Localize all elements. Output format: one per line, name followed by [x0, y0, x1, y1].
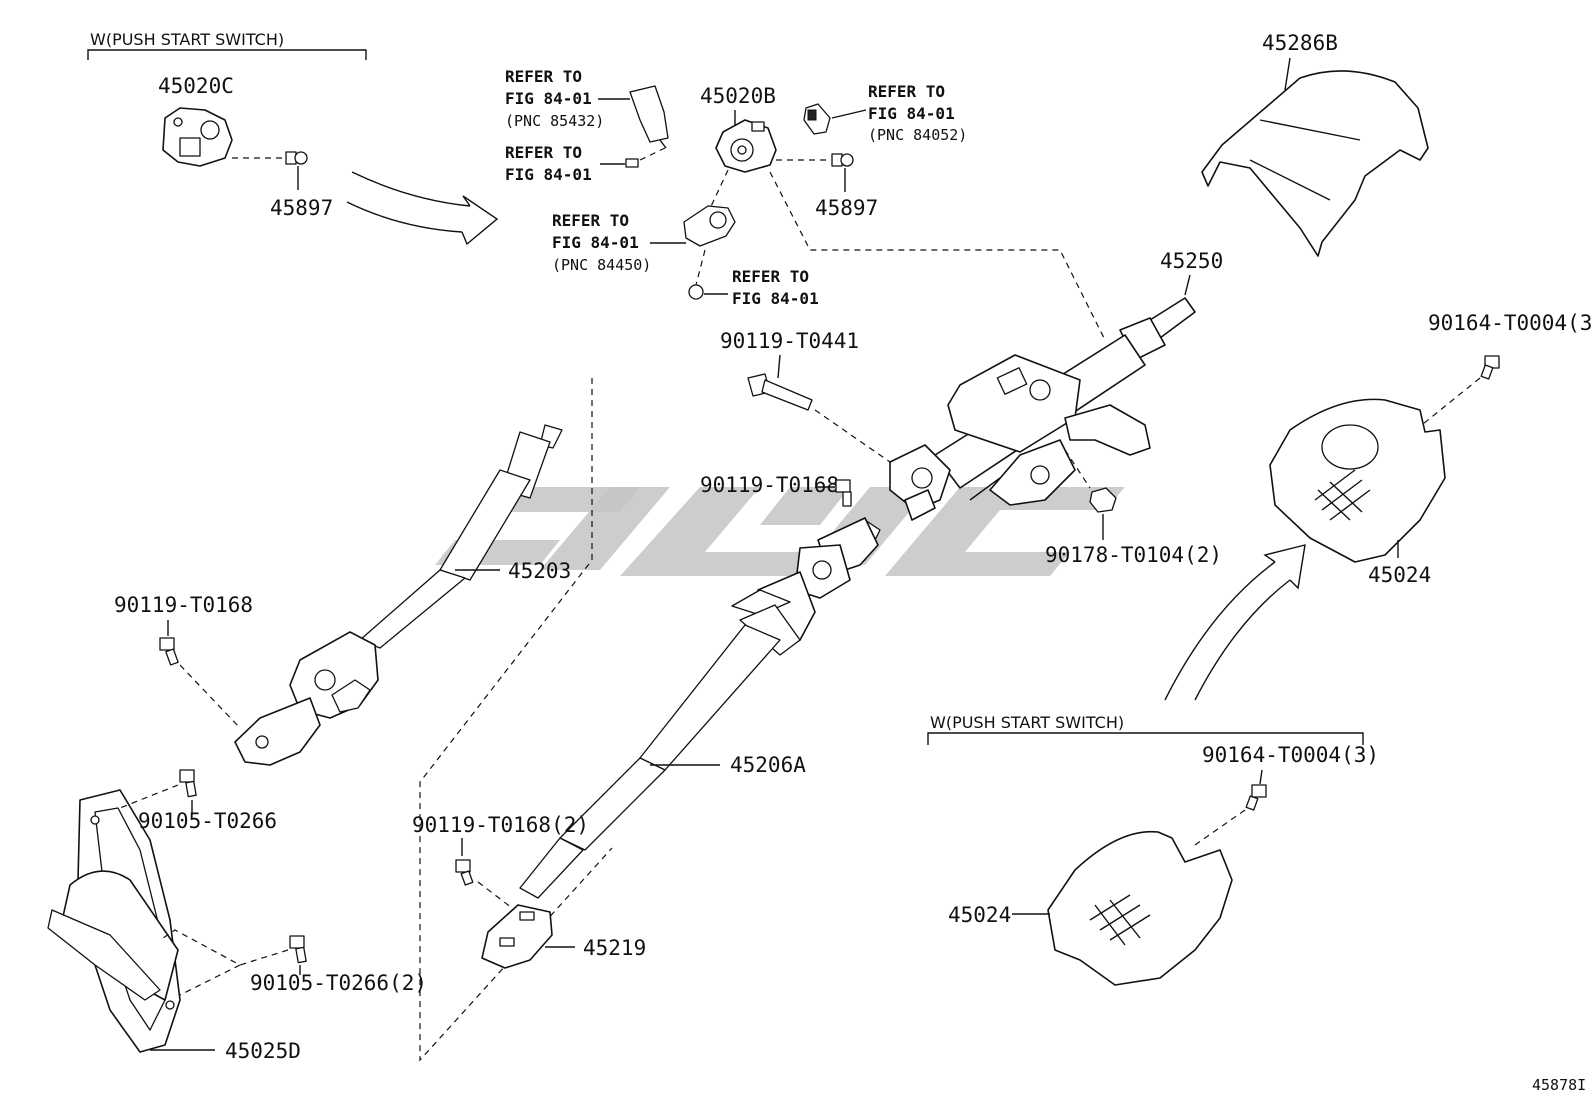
part-label-90164-bottom: 90164-T0004(3)	[1202, 743, 1379, 767]
column-cover-lower-45024-lower	[1047, 830, 1233, 986]
part-label-45025D: 45025D	[225, 1039, 301, 1063]
screw-45897-left	[285, 151, 308, 165]
part-label-45206A: 45206A	[730, 753, 806, 777]
refer-note-b: REFER TO FIG 84-01	[505, 143, 592, 184]
column-cover-lower-45024-upper	[1269, 398, 1446, 563]
refer-note-c: REFER TO FIG 84-01 (PNC 84052)	[868, 82, 967, 144]
direction-arrow-upper	[346, 171, 499, 246]
svg-text:FIG 84-01: FIG 84-01	[505, 165, 592, 184]
part-label-45897-right: 45897	[815, 196, 878, 220]
screw-90164-top	[1480, 355, 1500, 380]
push-start-switch-45020C	[162, 107, 233, 167]
steering-shaft-45206A	[519, 517, 881, 899]
svg-text:FIG 84-01: FIG 84-01	[732, 289, 819, 308]
screw-90119-T0168-2	[455, 859, 474, 886]
screw-small-b	[625, 158, 639, 168]
screw-refer-e	[688, 284, 704, 300]
part-label-90119-T0168-mid: 90119-T0168	[700, 473, 839, 497]
yoke-clamp-45219	[481, 904, 553, 969]
intermediate-shaft-45203	[234, 424, 563, 766]
part-label-45024-lower: 45024	[948, 903, 1011, 927]
screw-90119-T0168-left	[159, 637, 179, 666]
screw-90105-T0266-2	[289, 935, 307, 964]
transponder-84450	[683, 205, 736, 247]
condition-label-bottom-right: W(PUSH START SWITCH)	[930, 713, 1124, 732]
part-label-90105-T0266-2: 90105-T0266(2)	[250, 971, 427, 995]
steering-column-assembly-45250	[889, 297, 1196, 521]
part-label-45020C: 45020C	[158, 74, 234, 98]
part-label-90119-T0441: 90119-T0441	[720, 329, 859, 353]
part-label-45250: 45250	[1160, 249, 1223, 273]
svg-text:REFER TO: REFER TO	[552, 211, 629, 230]
condition-bracket-bottom-right: W(PUSH START SWITCH)	[927, 713, 1364, 745]
svg-text:FIG 84-01: FIG 84-01	[505, 89, 592, 108]
part-label-45203: 45203	[508, 559, 571, 583]
svg-text:FIG 84-01: FIG 84-01	[868, 104, 955, 123]
part-label-45219: 45219	[583, 936, 646, 960]
part-label-90105-T0266: 90105-T0266	[138, 809, 277, 833]
screw-90119-T0168-mid	[835, 479, 852, 507]
column-cover-upper-45286B	[1201, 70, 1429, 257]
screw-90105-T0266	[179, 769, 197, 798]
part-label-90119-T0168-left: 90119-T0168	[114, 593, 253, 617]
bolt-90119-T0441	[747, 373, 813, 411]
ignition-switch-45020B	[715, 119, 777, 173]
svg-text:REFER TO: REFER TO	[505, 67, 582, 86]
refer-note-a: REFER TO FIG 84-01 (PNC 85432)	[505, 67, 604, 130]
part-label-90164-top: 90164-T0004(3)	[1428, 311, 1592, 335]
watermark-logo	[435, 487, 1125, 576]
nut-90178	[1089, 487, 1117, 513]
svg-text:(PNC 85432): (PNC 85432)	[505, 112, 604, 130]
part-label-45286B: 45286B	[1262, 31, 1338, 55]
refer-note-d: REFER TO FIG 84-01 (PNC 84450)	[552, 211, 651, 274]
svg-text:FIG 84-01: FIG 84-01	[552, 233, 639, 252]
svg-text:REFER TO: REFER TO	[868, 82, 945, 101]
svg-text:(PNC 84052): (PNC 84052)	[868, 126, 967, 144]
part-label-45020B: 45020B	[700, 84, 776, 108]
condition-label-top-left: W(PUSH START SWITCH)	[90, 30, 284, 49]
refer-note-e: REFER TO FIG 84-01	[732, 267, 819, 308]
svg-text:(PNC 84450): (PNC 84450)	[552, 256, 651, 274]
column-hole-cover-45025D	[47, 789, 181, 1053]
svg-text:REFER TO: REFER TO	[732, 267, 809, 286]
part-label-45024-upper: 45024	[1368, 563, 1431, 587]
svg-text:REFER TO: REFER TO	[505, 143, 582, 162]
part-label-90119-T0168-2: 90119-T0168(2)	[412, 813, 589, 837]
sensor-85432	[629, 85, 669, 149]
part-label-45897-left: 45897	[270, 196, 333, 220]
screw-45897-right	[831, 153, 854, 167]
direction-arrow-lower	[1164, 544, 1306, 701]
condition-bracket-top-left: W(PUSH START SWITCH)	[87, 30, 367, 60]
part-label-90178: 90178-T0104(2)	[1045, 543, 1222, 567]
figure-id: 45878I	[1532, 1076, 1586, 1094]
connector-84052	[803, 103, 831, 135]
screw-90164-bottom	[1245, 784, 1267, 811]
